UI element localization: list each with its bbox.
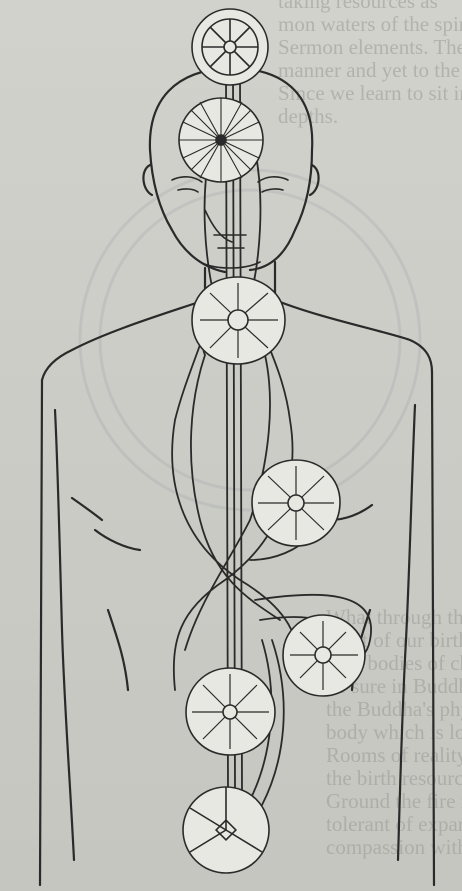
crown-chakra bbox=[192, 9, 268, 85]
third-eye-chakra bbox=[179, 98, 263, 182]
chakras bbox=[179, 9, 365, 873]
root-chakra bbox=[183, 787, 269, 873]
heart-chakra bbox=[252, 460, 340, 546]
sacral-chakra bbox=[186, 668, 275, 755]
solar-plexus-chakra bbox=[283, 615, 365, 696]
throat-chakra bbox=[192, 277, 285, 364]
